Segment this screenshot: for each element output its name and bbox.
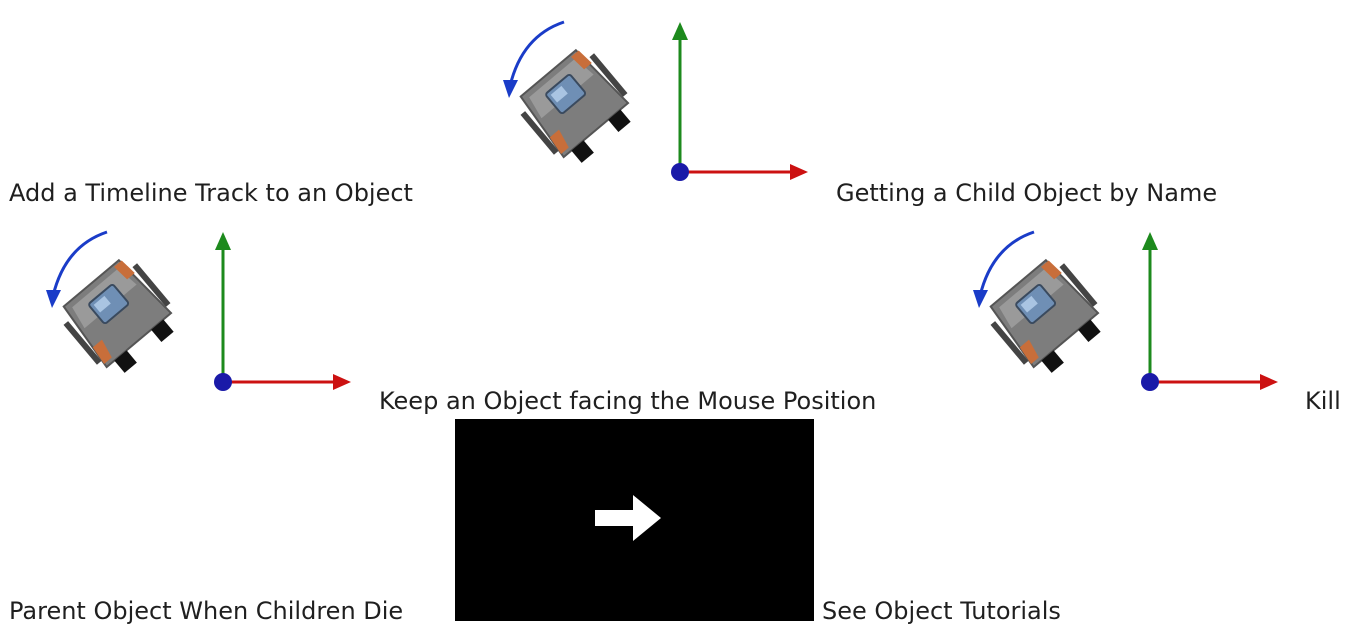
rotate-object-ship-icon[interactable] [17, 224, 357, 400]
link-child-object-by-name[interactable]: Getting a Child Object by Name [836, 179, 1218, 207]
rotate-object-ship-icon[interactable] [944, 224, 1284, 400]
rotate-object-ship-icon[interactable] [474, 14, 814, 190]
video-thumbnail[interactable] [455, 419, 814, 621]
link-face-mouse-position[interactable]: Keep an Object facing the Mouse Position [379, 387, 877, 415]
link-kill[interactable]: Kill [1305, 387, 1341, 415]
link-parent-children-die[interactable]: Parent Object When Children Die [9, 597, 404, 625]
link-add-timeline-track[interactable]: Add a Timeline Track to an Object [9, 179, 413, 207]
link-see-object-tutorials[interactable]: See Object Tutorials [822, 597, 1061, 625]
right-arrow-icon [595, 495, 661, 541]
